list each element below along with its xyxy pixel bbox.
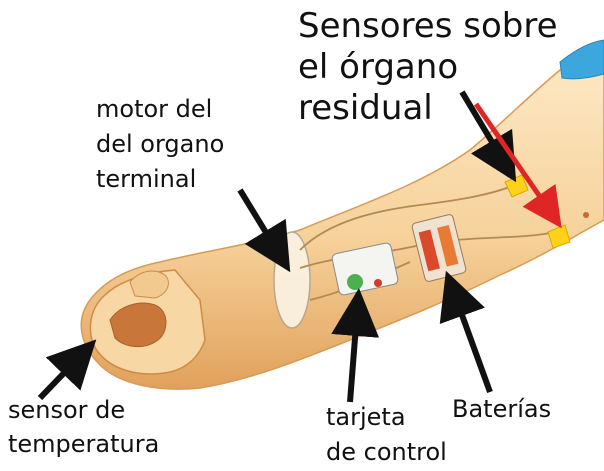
arrow-temperature	[40, 348, 88, 398]
label-board-line2: de control	[326, 435, 447, 470]
label-batteries-text: Baterías	[452, 394, 551, 424]
label-motor-line2: del organo	[96, 127, 224, 162]
arrow-batteries	[450, 282, 490, 392]
label-temperature: sensor de temperatura	[8, 394, 159, 461]
label-sensors-line2: el órgano	[298, 47, 557, 88]
label-motor-line3: terminal	[96, 162, 224, 197]
label-sensors-line1: Sensores sobre	[298, 6, 557, 47]
label-sensors-residual: Sensores sobre el órgano residual	[298, 6, 557, 128]
label-motor: motor del del organo terminal	[96, 92, 224, 196]
label-control-board: tarjeta de control	[326, 400, 447, 470]
label-batteries: Baterías	[452, 394, 551, 424]
control-board-chip	[347, 274, 363, 290]
socket-cap	[560, 40, 604, 79]
label-board-line1: tarjeta	[326, 400, 447, 435]
label-motor-line1: motor del	[96, 92, 224, 127]
label-sensors-line3: residual	[298, 88, 557, 129]
residual-mark	[583, 212, 589, 218]
control-board-led	[374, 279, 382, 287]
label-temp-line2: temperatura	[8, 428, 159, 462]
label-temp-line1: sensor de	[8, 394, 159, 428]
